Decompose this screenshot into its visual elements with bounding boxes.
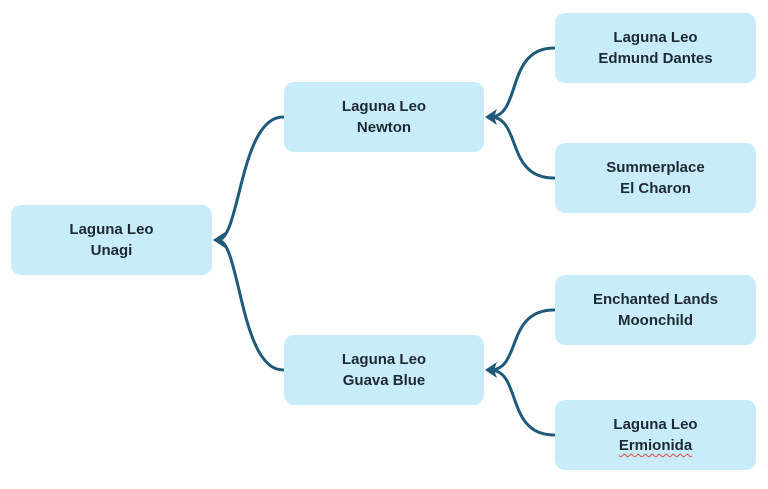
connector-ermio-to-guava (488, 368, 556, 437)
node-ermionida[interactable]: Laguna Leo Ermionida (555, 400, 756, 470)
arrowhead-guava (485, 362, 497, 378)
node-newton-line1: Laguna Leo (341, 98, 427, 115)
node-unagi[interactable]: Laguna Leo Unagi (11, 205, 212, 275)
node-moonchild[interactable]: Enchanted Lands Moonchild (555, 275, 756, 345)
node-el-charon-line2: El Charon (620, 180, 691, 197)
connector-ench-to-guava (488, 308, 556, 372)
node-newton[interactable]: Laguna Leo Newton (284, 82, 484, 152)
node-guava-blue[interactable]: Laguna Leo Guava Blue (284, 335, 484, 405)
connector-newton-to-root (216, 115, 285, 242)
arrowhead-root (213, 232, 225, 248)
node-ermionida-line1: Laguna Leo (613, 416, 698, 433)
node-ermionida-line2: Ermionida (618, 437, 693, 454)
node-edmund-dantes-line2: Edmund Dantes (598, 50, 713, 67)
arrowhead-newton (485, 109, 497, 125)
node-edmund-dantes[interactable]: Laguna Leo Edmund Dantes (555, 13, 756, 83)
node-newton-line2: Newton (356, 119, 412, 136)
connector-edmund-to-newton (488, 46, 556, 119)
node-guava-blue-line2: Guava Blue (342, 372, 426, 389)
node-el-charon-line1: Summerplace (606, 159, 705, 176)
connector-guava-to-root (216, 238, 285, 372)
node-guava-blue-line1: Laguna Leo (341, 351, 427, 368)
node-unagi-line1: Laguna Leo (69, 221, 154, 238)
node-unagi-line2: Unagi (90, 242, 133, 259)
node-moonchild-line2: Moonchild (618, 312, 693, 329)
connector-summer-to-newton (488, 115, 556, 180)
node-edmund-dantes-line1: Laguna Leo (613, 29, 698, 46)
node-el-charon[interactable]: Summerplace El Charon (555, 143, 756, 213)
node-moonchild-line1: Enchanted Lands (592, 291, 719, 308)
